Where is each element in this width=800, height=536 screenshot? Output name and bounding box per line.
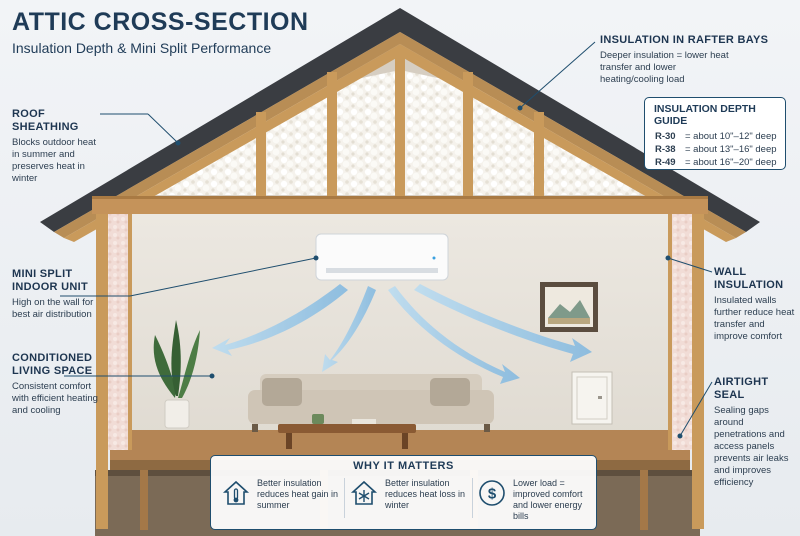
label-desc: Insulated walls further reduce heat tran…: [714, 295, 795, 342]
left-wall-insulation: [108, 214, 130, 450]
label-wall-insulation: WALL INSULATION Insulated walls further …: [714, 266, 798, 343]
attic-stud: [463, 72, 473, 202]
why-item: Better insulation reduces heat loss in w…: [349, 478, 468, 522]
attic-stud: [534, 112, 544, 202]
leader-lines: [60, 41, 713, 439]
label-desc: Deeper insulation = lower heat transfer …: [600, 50, 729, 85]
access-panel: [571, 371, 613, 425]
why-item: Better insulation reduces heat gain in s…: [221, 478, 340, 522]
why-item-text: Better insulation reduces heat gain in s…: [257, 478, 339, 510]
label-heading: INDOOR UNIT: [12, 281, 89, 293]
page-title: ATTIC CROSS-SECTION: [12, 8, 309, 36]
why-it-matters-panel: WHY IT MATTERS Better insulation reduces…: [210, 455, 597, 530]
right-wall-stud: [692, 214, 704, 529]
attic-stud: [395, 48, 405, 202]
house-snowflake-icon: [350, 480, 378, 505]
mini-split-unit: [315, 233, 449, 281]
wall-picture: [540, 282, 598, 332]
label-heading: ROOF SHEATHING: [12, 108, 79, 133]
label-heading: LIVING SPACE: [12, 365, 93, 377]
sofa: [248, 374, 494, 432]
guide-row: R-30= about 10"–12" deep: [655, 131, 777, 142]
guide-heading: INSULATION DEPTH GUIDE: [654, 103, 756, 127]
label-heading: WALL INSULATION: [714, 266, 784, 291]
why-heading: WHY IT MATTERS: [353, 460, 454, 472]
dollar-icon: $: [479, 480, 505, 506]
plant: [153, 320, 200, 429]
attic-stud: [256, 112, 266, 202]
label-roof-sheathing: ROOF SHEATHING Blocks outdoor heat in su…: [12, 108, 102, 185]
label-desc: Blocks outdoor heat in summer and preser…: [12, 137, 96, 184]
guide-row: R-38= about 13"–16" deep: [655, 144, 777, 155]
label-heading: INSULATION IN RAFTER BAYS: [600, 34, 769, 46]
house-thermometer-icon: [222, 480, 250, 505]
page-subtitle: Insulation Depth & Mini Split Performanc…: [12, 40, 272, 56]
label-airtight-seal: AIRTIGHT SEAL Sealing gaps around penetr…: [714, 376, 798, 489]
label-desc: Consistent comfort with efficient heatin…: [12, 381, 98, 416]
label-heading: CONDITIONED: [12, 352, 93, 364]
why-item-text: Lower load = improved comfort and lower …: [512, 478, 583, 521]
right-wall-insulation: [670, 214, 692, 450]
label-heading: AIRTIGHT SEAL: [714, 376, 769, 401]
label-desc: High on the wall for best air distributi…: [12, 297, 94, 320]
label-rafter-insulation: INSULATION IN RAFTER BAYS Deeper insulat…: [600, 34, 770, 86]
why-item-text: Better insulation reduces heat loss in w…: [384, 478, 466, 510]
coffee-table: [278, 414, 416, 449]
why-item: $ Lower load = improved comfort and lowe…: [477, 478, 596, 522]
ceiling-joist: [92, 196, 708, 214]
attic-stud: [327, 72, 337, 202]
guide-row: R-49= about 16"–20" deep: [655, 157, 777, 168]
label-mini-split: MINI SPLIT INDOOR UNIT High on the wall …: [12, 268, 98, 321]
label-heading: MINI SPLIT: [12, 268, 73, 280]
svg-text:$: $: [488, 486, 497, 503]
left-wall-stud: [96, 214, 108, 529]
label-desc: Sealing gaps around penetrations and acc…: [714, 405, 789, 488]
label-living-space: CONDITIONED LIVING SPACE Consistent comf…: [12, 352, 98, 417]
insulation-depth-guide: INSULATION DEPTH GUIDE R-30= about 10"–1…: [644, 97, 786, 170]
airflow-arrows: [212, 284, 592, 384]
